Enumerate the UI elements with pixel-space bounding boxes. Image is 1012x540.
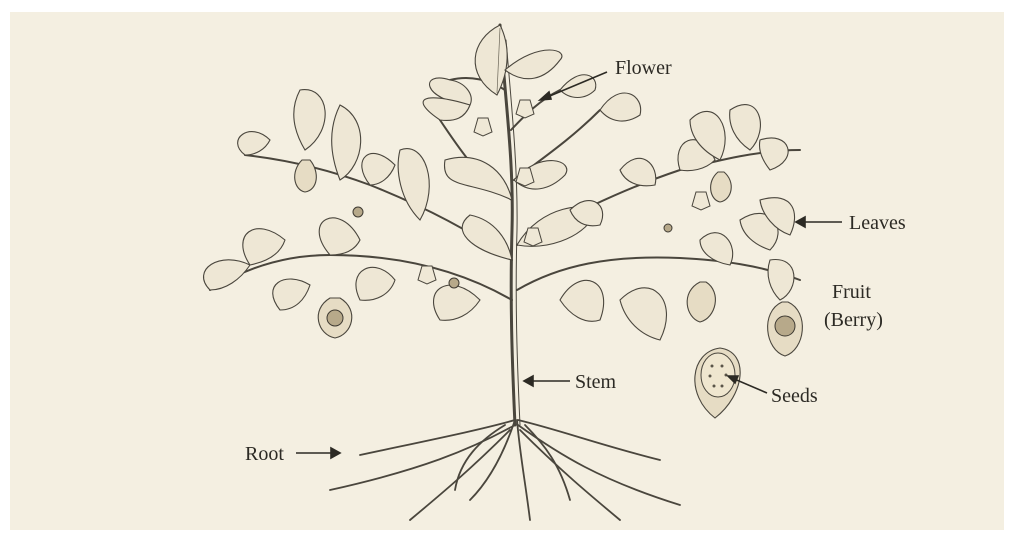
main-stem <box>500 25 515 425</box>
label-flower: Flower <box>615 56 672 80</box>
label-seeds: Seeds <box>771 384 818 408</box>
roots <box>330 420 680 520</box>
label-stem: Stem <box>575 370 616 394</box>
label-leaves: Leaves <box>849 211 906 235</box>
label-root: Root <box>245 442 284 466</box>
cut-fruit <box>695 348 740 418</box>
label-berry: (Berry) <box>824 308 883 332</box>
label-fruit: Fruit <box>832 280 871 304</box>
